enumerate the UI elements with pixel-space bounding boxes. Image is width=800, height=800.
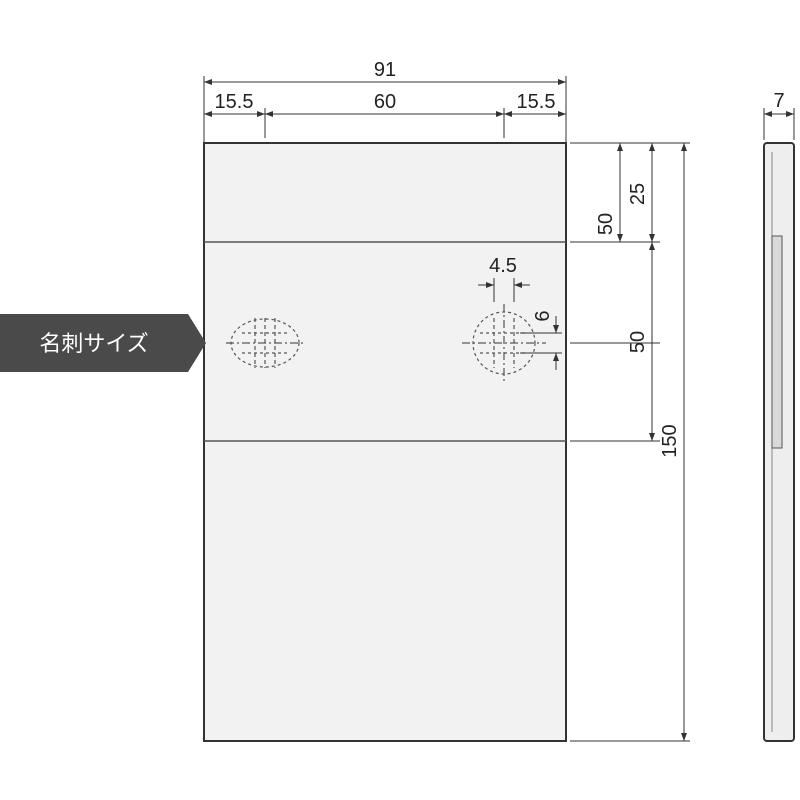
side-profile-view xyxy=(763,142,795,742)
top-dimension-lines xyxy=(203,76,567,143)
hole-offset-label: 25 xyxy=(627,183,649,205)
slot-height-dimension xyxy=(520,316,562,370)
business-card-size-callout: 名刺サイズ xyxy=(0,314,206,372)
thickness-dimension xyxy=(763,108,795,140)
right-margin-label: 15.5 xyxy=(517,91,556,113)
right-mounting-hole xyxy=(462,304,546,382)
right-dimension-lines xyxy=(570,142,690,742)
left-mounting-hole xyxy=(226,318,306,368)
panel-body xyxy=(203,142,567,742)
thickness-label: 7 xyxy=(773,90,784,112)
slot-width-label: 4.5 xyxy=(489,255,517,277)
overall-width-label: 91 xyxy=(374,59,396,81)
slot-height-label: 6 xyxy=(532,310,554,321)
overall-height-label: 150 xyxy=(659,424,681,457)
slot-width-dimension xyxy=(478,278,530,302)
left-margin-label: 15.5 xyxy=(215,91,254,113)
hole-spacing-label: 60 xyxy=(374,91,396,113)
callout-label: 名刺サイズ xyxy=(39,331,148,356)
upper-section-label: 50 xyxy=(595,213,617,235)
middle-section-label: 50 xyxy=(627,331,649,353)
